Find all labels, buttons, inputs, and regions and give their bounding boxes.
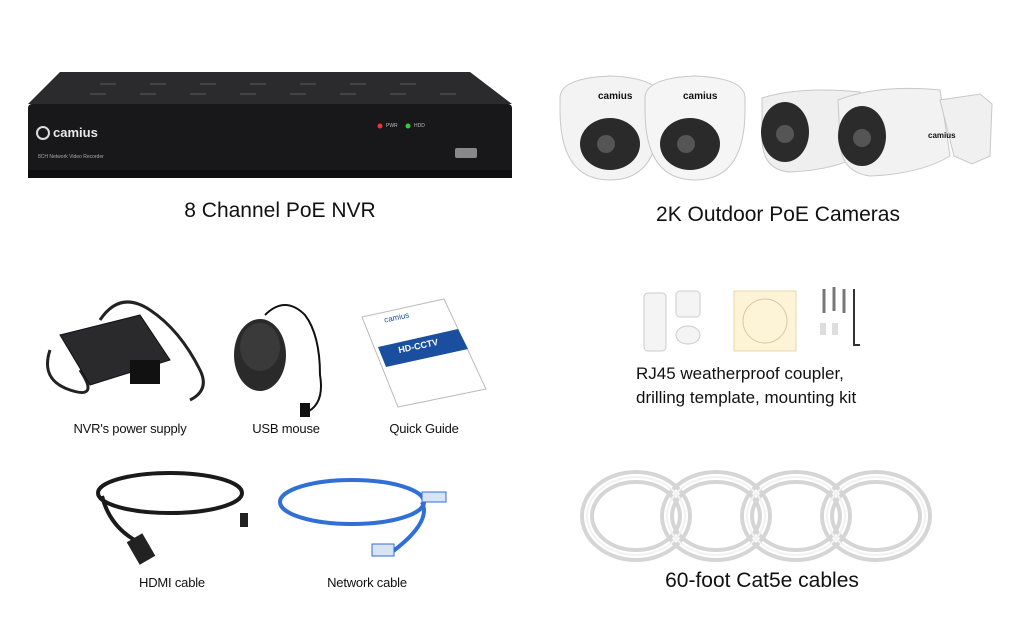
- power-supply-label: NVR's power supply: [73, 421, 187, 436]
- camera-1-brand: camius: [598, 91, 633, 102]
- hdmi-cable-illustration: [96, 471, 248, 565]
- cameras-illustration: [559, 75, 993, 181]
- usb-mouse-product: [225, 295, 335, 420]
- quick-guide-illustration: [361, 298, 487, 408]
- hdmi-cable-product: [90, 468, 260, 568]
- power-supply-illustration: [46, 300, 205, 402]
- cameras-product: camius camius camius: [540, 60, 1024, 200]
- accessories-label-line2: drilling template, mounting kit: [636, 388, 857, 407]
- nvr-product: camius 8CH Network Video Recorder PWR HD…: [0, 0, 540, 230]
- camera-4-brand: camius: [928, 131, 956, 140]
- nvr-front-text: 8CH Network Video Recorder: [38, 154, 104, 160]
- accessories-product: [636, 283, 866, 358]
- network-cable-product: [272, 472, 462, 562]
- network-cable-label: Network cable: [327, 575, 407, 590]
- cat5e-cables-product: [576, 458, 946, 573]
- usb-mouse-label: USB mouse: [252, 421, 320, 436]
- nvr-led-pwr-label: PWR: [386, 123, 398, 129]
- network-cable-illustration: [278, 478, 447, 557]
- hdmi-cable-label: HDMI cable: [139, 575, 205, 590]
- usb-mouse-illustration: [234, 304, 322, 417]
- nvr-label: 8 Channel PoE NVR: [184, 199, 376, 222]
- cat5e-cables-label: 60-foot Cat5e cables: [665, 569, 859, 592]
- nvr-led-hdd-label: HDD: [414, 123, 425, 129]
- accessories-illustration: [643, 287, 860, 352]
- nvr-illustration: [28, 72, 512, 178]
- cameras-label: 2K Outdoor PoE Cameras: [656, 203, 900, 226]
- camera-2-brand: camius: [683, 91, 718, 102]
- nvr-brand-logo: camius: [53, 125, 98, 140]
- power-supply-product: [40, 290, 220, 410]
- cat5e-cables-illustration: [580, 470, 932, 562]
- accessories-label-line1: RJ45 weatherproof coupler,: [636, 364, 844, 383]
- quick-guide-product: camius HD-CCTV: [358, 295, 488, 410]
- quick-guide-label: Quick Guide: [389, 421, 459, 436]
